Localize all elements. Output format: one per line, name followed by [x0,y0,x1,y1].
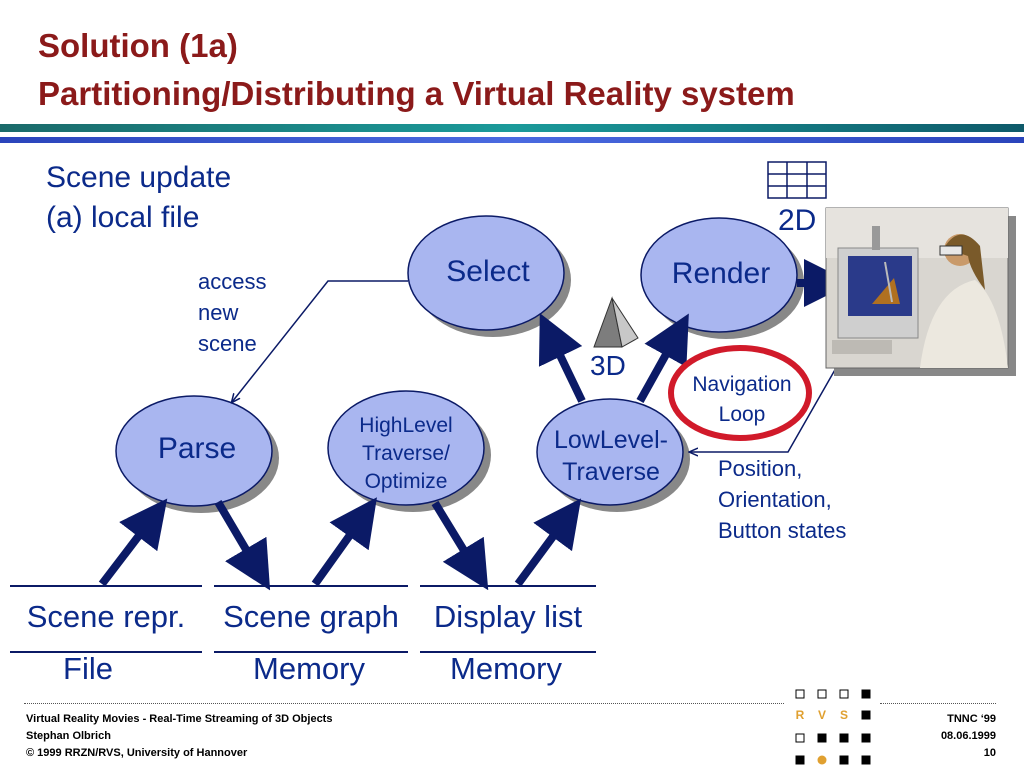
arrow-scenegraph-to-highlevel [311,497,377,587]
arrow-lowlevel-to-select [538,313,586,403]
node-select-shape [407,215,571,337]
node-lowlevel: LowLevel- Traverse [554,426,668,486]
arrow-displaylist-to-lowlevel [514,498,582,587]
logo-letter-s: S [840,708,848,722]
logo-letter-r: R [796,708,805,722]
navigation-loop-ring [668,345,812,441]
arrow-parse-to-scenegraph [214,499,271,591]
node-parse: Parse [157,432,237,465]
node-render: Render [671,257,771,290]
node-highlevel-shape [327,390,491,512]
store-type: Memory [253,651,365,686]
store-name: Display list [433,599,583,634]
footer-conference: TNNC ‘99 [947,713,996,725]
arrow-user-feedback [690,367,837,452]
footer-title: Virtual Reality Movies - Real-Time Strea… [26,713,333,725]
arrow-highlevel-to-displaylist [431,500,489,591]
arrow-lowlevel-to-render [636,313,689,403]
node-parse-shape [115,395,279,513]
node-render-shape [640,217,804,339]
header-stripe-blue [0,137,1024,143]
arrow-select-to-parse [232,280,408,402]
store-type: File [63,651,113,686]
position-orientation-label: Position, Orientation, Button states [718,456,847,543]
footer-divider-left [24,703,784,704]
store-display-list: Display list [420,585,596,653]
label-2d: 2D [778,204,817,237]
rvs-logo: R V S [795,689,871,765]
slide-title-line1: Solution (1a) [38,27,238,64]
store-name: Scene repr. [26,599,186,634]
node-lowlevel-shape [536,398,690,512]
store-name: Scene graph [223,599,399,634]
subtitle-line1: Scene update [46,161,232,194]
arrow-file-to-parse [98,498,168,587]
store-scene-repr: Scene repr. [10,585,202,653]
header-stripe [0,124,1024,132]
pyramid-3d-icon [593,296,639,348]
footer-copyright: © 1999 RRZN/RVS, University of Hannover [26,747,248,759]
node-highlevel: HighLevel Traverse/ Optimize [359,414,453,493]
footer-divider-right [880,703,996,704]
vr-user-photo [825,207,1016,376]
slide-title-line2: Partitioning/Distributing a Virtual Real… [38,75,795,112]
grid-2d-icon [767,161,827,199]
node-select: Select [446,255,530,288]
footer-author: Stephan Olbrich [26,730,111,742]
logo-letter-v: V [818,708,826,722]
footer-page-number: 10 [983,747,996,759]
label-3d: 3D [590,350,626,381]
store-type: Memory [450,651,562,686]
footer-date: 08.06.1999 [940,730,996,742]
access-new-scene-label: access new scene [198,269,267,356]
store-scene-graph: Scene graph [214,585,408,653]
subtitle-line2: (a) local file [46,201,200,234]
navigation-loop-label: Navigation Loop [692,373,792,426]
